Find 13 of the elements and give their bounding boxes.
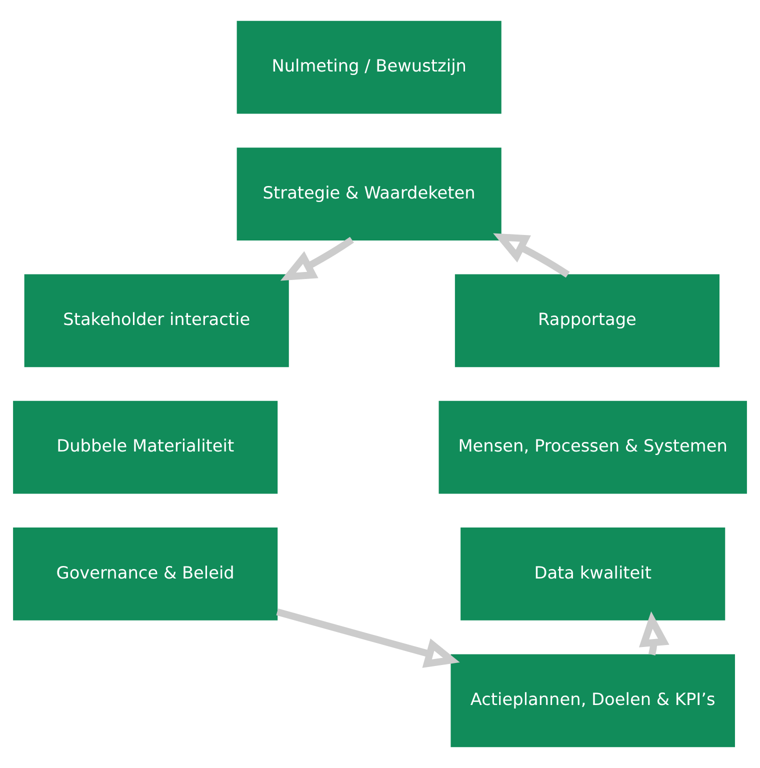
arrow [280,236,354,281]
arrow [276,608,460,668]
node-box: Nulmeting / Bewustzijn [236,20,502,114]
node-box: Rapportage [454,274,720,368]
node-box: Governance & Beleid [13,528,278,620]
node-box: Stakeholder interactie [24,274,289,368]
node-box: Data kwaliteit [460,528,726,620]
node-box: Mensen, Processen & Systemen [438,400,747,494]
node-box: Actieplannen, Doelen & KPI’s [450,654,735,748]
node-box: Strategie & Waardeketen [236,148,502,240]
arrow [493,233,570,278]
arrow [638,611,670,656]
node-box: Dubbele Materialiteit [13,400,278,494]
